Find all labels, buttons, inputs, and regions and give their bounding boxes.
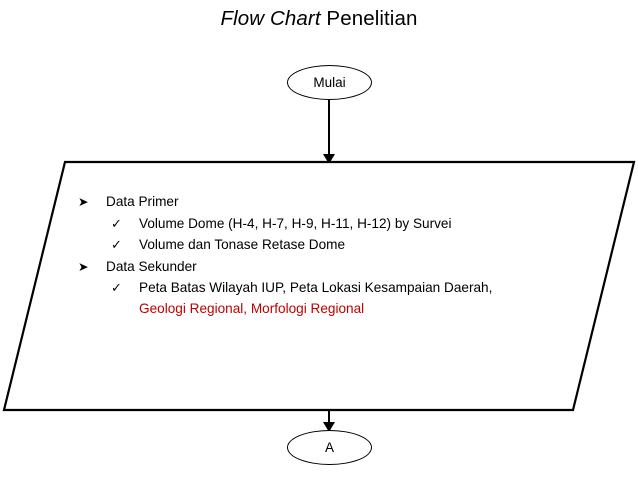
start-node-label: Mulai xyxy=(313,75,346,90)
arrow-shaft xyxy=(327,410,331,422)
page-title: Flow Chart Penelitian xyxy=(0,7,638,31)
list-item: ✓ Volume Dome (H-4, H-7, H-9, H-11, H-12… xyxy=(78,214,568,235)
data-input-shape xyxy=(0,160,638,412)
list-item-label-highlight: Geologi Regional, Morfologi Regional xyxy=(139,300,365,316)
check-bullet-icon: ✓ xyxy=(111,215,122,231)
arrow-head xyxy=(323,154,335,164)
parallelogram-outline xyxy=(2,160,636,412)
arrow-head xyxy=(323,422,335,432)
page-title-normal: Penelitian xyxy=(320,7,418,30)
list-item: ➤ Data Primer xyxy=(78,192,568,213)
list-item-label: Volume Dome (H-4, H-7, H-9, H-11, H-12) … xyxy=(139,215,452,231)
list-item: ✓ Peta Batas Wilayah IUP, Peta Lokasi Ke… xyxy=(78,278,568,319)
list-item-label: Volume dan Tonase Retase Dome xyxy=(139,237,346,252)
arrow-start-to-data-icon xyxy=(322,100,336,164)
arrow-shaft xyxy=(327,100,331,154)
list-item-label: Data Sekunder xyxy=(106,258,197,274)
list-item-label-group: Peta Batas Wilayah IUP, Peta Lokasi Kesa… xyxy=(139,278,568,319)
arrow-bullet-icon: ➤ xyxy=(78,195,89,209)
end-node[interactable]: A xyxy=(287,430,372,465)
check-bullet-icon: ✓ xyxy=(111,237,122,252)
check-bullet-icon: ✓ xyxy=(111,280,122,295)
page-title-italic: Flow Chart xyxy=(220,7,321,30)
list-item: ✓ Volume dan Tonase Retase Dome xyxy=(78,235,568,256)
arrow-bullet-icon: ➤ xyxy=(78,259,89,274)
list-item-label: Peta Batas Wilayah IUP, Peta Lokasi Kesa… xyxy=(139,280,493,295)
list-item: ➤ Data Sekunder xyxy=(78,257,568,278)
start-node[interactable]: Mulai xyxy=(287,65,372,100)
data-block-content: ➤ Data Primer ✓ Volume Dome (H-4, H-7, H… xyxy=(78,192,568,320)
arrow-data-to-end-icon xyxy=(322,410,336,432)
list-item-label: Data Primer xyxy=(106,194,179,209)
end-node-label: A xyxy=(324,440,334,455)
